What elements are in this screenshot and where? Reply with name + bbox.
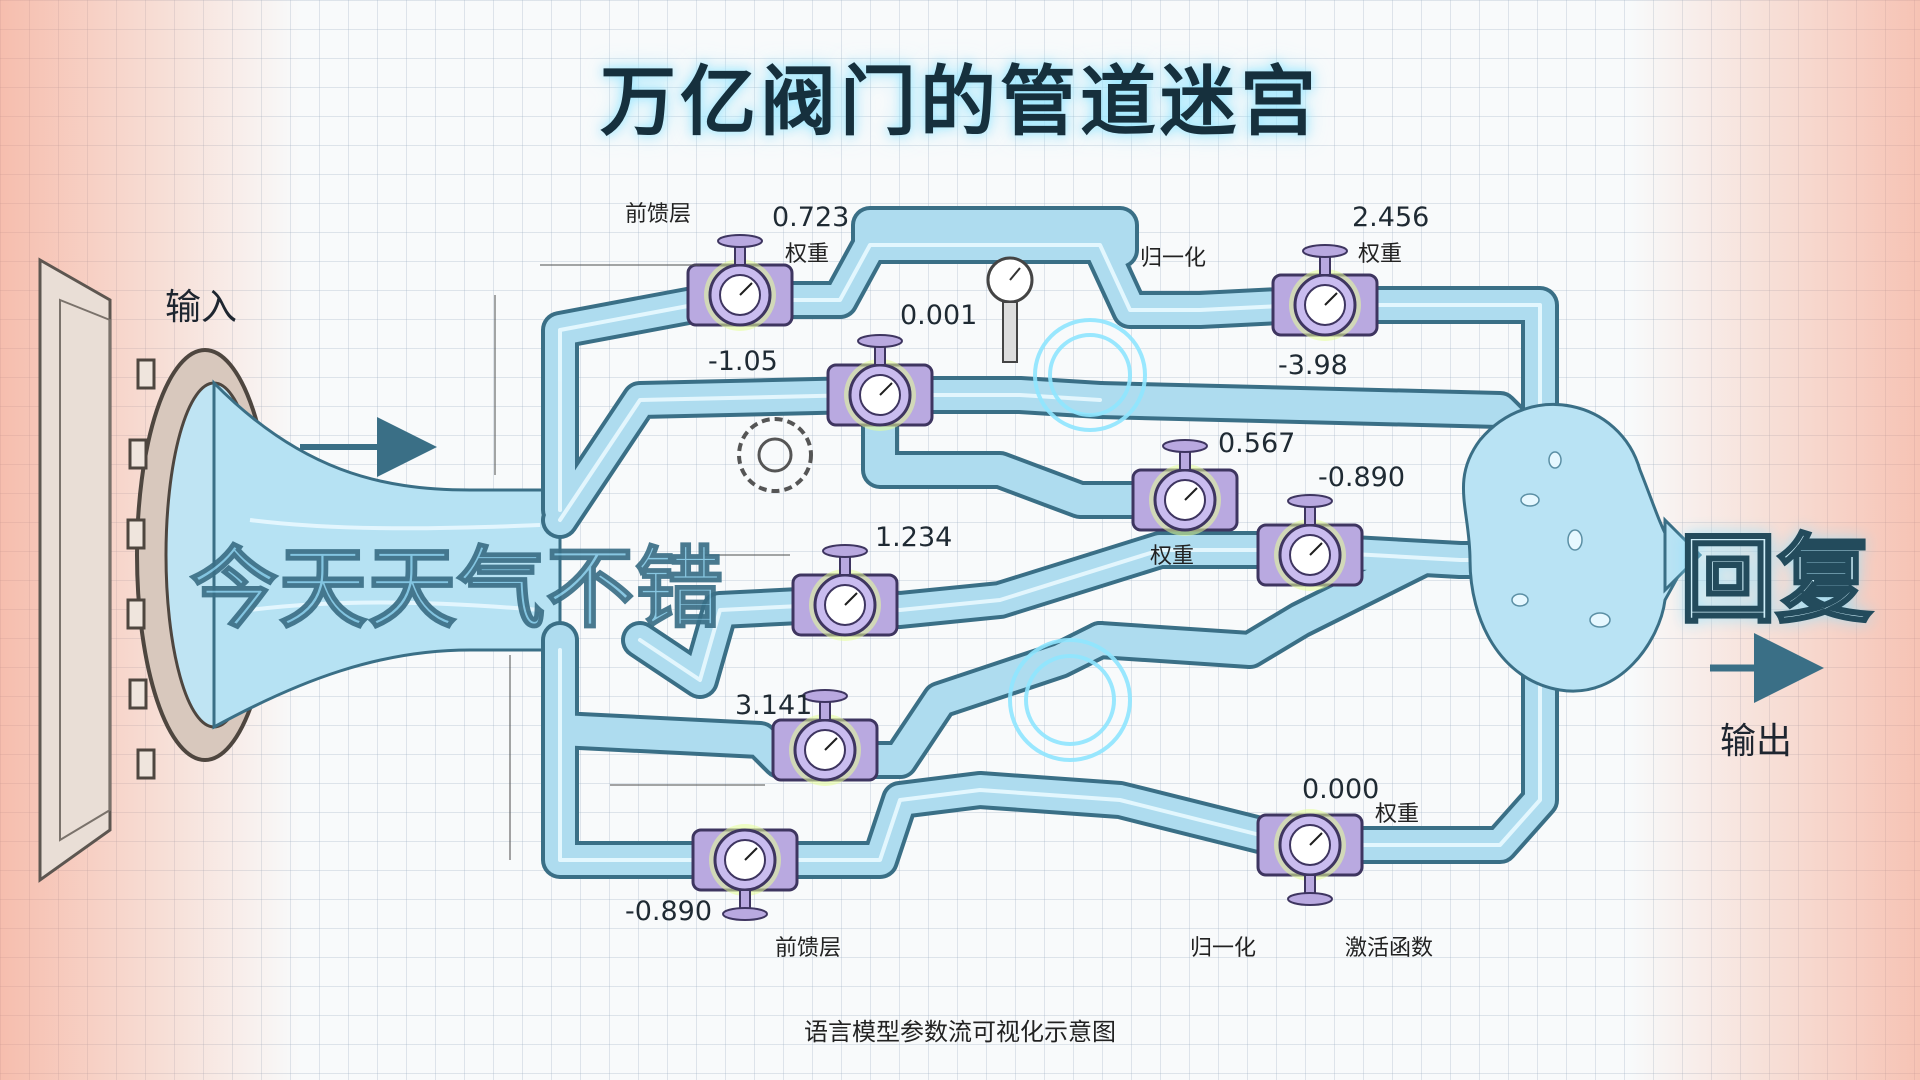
- valve-value-label: -3.98: [1278, 350, 1348, 381]
- annotation-feedforward-top: 前馈层: [625, 202, 692, 227]
- valve-3141: [771, 689, 879, 786]
- glowing-nodes: [1008, 318, 1147, 762]
- pressure-gauge-icon: [986, 256, 1034, 363]
- annotation-weight-2: 权重: [1358, 242, 1403, 267]
- input-label: 输入: [165, 287, 238, 328]
- input-prompt-text: 今天天气不错: [189, 536, 725, 641]
- valve-neg0890-right: [1256, 494, 1364, 591]
- gear-icon: [737, 417, 813, 493]
- annotation-weight-3: 权重: [1150, 544, 1195, 569]
- annotation-feedforward-bottom: 前馈层: [775, 936, 842, 961]
- valve-value-label: 2.456: [1352, 202, 1430, 233]
- input-horn-pipe: [212, 379, 562, 730]
- valve-0567: [1131, 439, 1239, 536]
- output-response-text: 回复: [1679, 523, 1874, 638]
- annotation-norm-bottom: 归一化: [1190, 936, 1257, 961]
- annotation-weight-4: 权重: [1375, 802, 1420, 827]
- page-title: 万亿阀门的管道迷宫: [600, 57, 1320, 146]
- annotation-norm-top: 归一化: [1140, 246, 1207, 271]
- valve-value-label: 3.141: [735, 690, 813, 721]
- valve-1234: [791, 544, 899, 641]
- valve-value-label: 0.000: [1302, 774, 1380, 805]
- valve-0001: [826, 334, 934, 431]
- valve-2456: [1271, 244, 1379, 341]
- sketch-dimension-lines: [494, 264, 790, 860]
- valve-value-label: -0.890: [625, 896, 713, 927]
- flow-arrows: [300, 417, 1824, 703]
- valves: [686, 234, 1379, 921]
- valve-0000: [1256, 809, 1364, 906]
- valve-value-label: -1.05: [708, 346, 778, 377]
- valve-value-label: 1.234: [875, 522, 953, 553]
- valve-neg0890-bottom: [691, 824, 799, 921]
- valve-value-label: 0.723: [772, 202, 850, 233]
- output-label: 输出: [1720, 721, 1793, 762]
- valve-value-label: 0.001: [900, 300, 978, 331]
- annotation-activation: 激活函数: [1345, 936, 1434, 961]
- valve-value-label: -0.890: [1318, 462, 1406, 493]
- annotation-weight-1: 权重: [785, 242, 830, 267]
- valve-0723: [686, 234, 794, 331]
- diagram-caption: 语言模型参数流可视化示意图: [804, 1018, 1116, 1046]
- valve-value-label: 0.567: [1218, 428, 1296, 459]
